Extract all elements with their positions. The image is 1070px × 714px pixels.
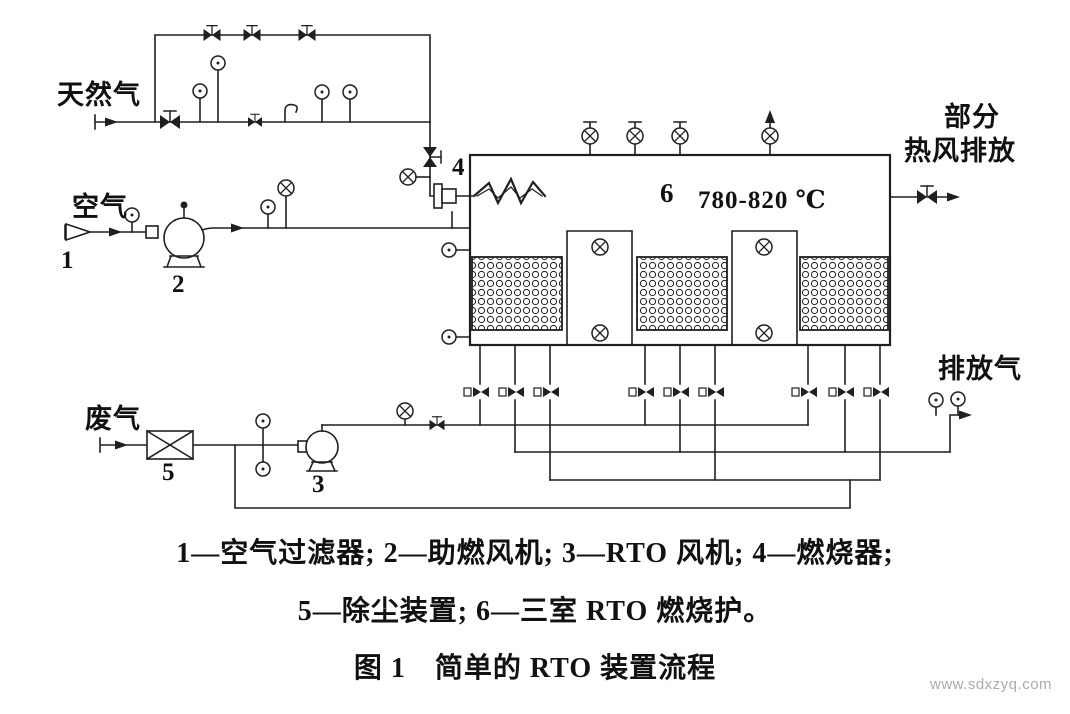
relief-valve-icon bbox=[581, 127, 599, 145]
switch-valve-icon bbox=[628, 386, 655, 398]
rto-fan bbox=[297, 424, 339, 473]
wall-port-gauge-icon bbox=[441, 329, 457, 345]
switch-valve-icon bbox=[533, 386, 560, 398]
flow-arrow-icon bbox=[104, 116, 119, 128]
natural-gas-label: 天然气 bbox=[57, 80, 141, 110]
bypass-valve-icon bbox=[242, 24, 262, 42]
pressure-gauge-icon bbox=[314, 84, 330, 100]
up-arrow-icon bbox=[765, 110, 775, 123]
check-valve-icon bbox=[428, 416, 446, 431]
flow-arrow-icon bbox=[230, 222, 245, 234]
relief-valve-icon bbox=[626, 127, 644, 145]
pressure-gauge-icon bbox=[192, 83, 208, 99]
burner-gas-valve-icon bbox=[423, 147, 441, 167]
combustion-air-line bbox=[64, 179, 471, 269]
legend-line-1: 1—空气过滤器; 2—助燃风机; 3—RTO 风机; 4—燃烧器; bbox=[176, 538, 894, 569]
relief-valve-icon bbox=[671, 127, 689, 145]
air-filter-icon bbox=[65, 222, 93, 242]
hot-air-discharge-line bbox=[889, 185, 961, 205]
air-label: 空气 bbox=[72, 192, 128, 222]
flame-icon bbox=[472, 176, 547, 206]
bed-pipe-network bbox=[234, 344, 973, 509]
stack-gauge-icon bbox=[928, 392, 944, 408]
natural-gas-pipeline bbox=[94, 24, 441, 197]
callout-2: 2 bbox=[172, 271, 185, 298]
pressure-gauge-icon bbox=[260, 199, 276, 215]
callout-4: 4 bbox=[452, 154, 465, 181]
switch-valve-icon bbox=[791, 386, 818, 398]
callout-6: 6 bbox=[660, 178, 674, 208]
pressure-gauge-icon bbox=[255, 461, 271, 477]
ceramic-bed-1 bbox=[471, 256, 563, 331]
pressure-gauge-icon bbox=[396, 402, 414, 420]
exhaust-gas-label: 排放气 bbox=[938, 354, 1022, 384]
flow-arrow-icon bbox=[958, 409, 973, 421]
ceramic-bed-2 bbox=[636, 256, 728, 331]
inline-valve-icon bbox=[247, 113, 263, 128]
callout-3: 3 bbox=[312, 471, 325, 498]
waste-gas-label: 废气 bbox=[85, 404, 141, 434]
damper-icon bbox=[591, 238, 609, 256]
switch-valve-icon bbox=[663, 386, 690, 398]
bypass-valve-icon bbox=[297, 24, 317, 42]
roof-valves bbox=[581, 110, 779, 156]
wall-port-gauge-icon bbox=[441, 242, 457, 258]
flow-arrow-icon bbox=[108, 226, 123, 238]
gas-shutoff-valve-icon bbox=[159, 110, 181, 130]
callout-1: 1 bbox=[61, 247, 74, 274]
figure-caption: 图 1 简单的 RTO 装置流程 bbox=[353, 653, 717, 684]
switch-valve-icon bbox=[698, 386, 725, 398]
flow-arrow-icon bbox=[114, 439, 129, 451]
pressure-gauge-icon bbox=[255, 413, 271, 429]
ceramic-bed-3 bbox=[799, 256, 889, 331]
flow-channel-1 bbox=[566, 230, 633, 346]
gas-regulator-icon bbox=[399, 168, 417, 186]
dust-collector bbox=[145, 429, 195, 461]
combustion-blower bbox=[145, 201, 205, 269]
partial-hot-air-label-line1: 部分 bbox=[944, 102, 1000, 132]
pressure-gauge-icon bbox=[342, 84, 358, 100]
switch-valve-icon bbox=[863, 386, 890, 398]
damper-icon bbox=[755, 238, 773, 256]
burner bbox=[433, 176, 547, 209]
rto-chamber bbox=[441, 110, 892, 347]
bypass-valve-icon bbox=[202, 24, 222, 42]
watermark: www.sdxzyq.com bbox=[930, 676, 1053, 693]
waste-gas-line bbox=[99, 402, 446, 477]
switch-valve-icon bbox=[828, 386, 855, 398]
pressure-gauge-icon bbox=[210, 55, 226, 71]
temperature-label: 780-820 ℃ bbox=[698, 187, 827, 214]
switch-valve-icon bbox=[498, 386, 525, 398]
solenoid-valve-icon bbox=[284, 103, 298, 123]
purge-return-line bbox=[234, 444, 851, 509]
hot-air-valve-icon bbox=[916, 185, 938, 205]
switch-valve-icon bbox=[463, 386, 490, 398]
flow-arrow-icon bbox=[946, 191, 961, 203]
gas-bypass-loop bbox=[154, 34, 431, 123]
damper-icon bbox=[755, 324, 773, 342]
damper-icon bbox=[591, 324, 609, 342]
stack-gauge-icon bbox=[950, 391, 966, 407]
flow-channel-2 bbox=[731, 230, 798, 346]
partial-hot-air-label-line2: 热风排放 bbox=[904, 136, 1016, 166]
callout-5: 5 bbox=[162, 459, 175, 486]
flame-inner-icon bbox=[476, 186, 543, 199]
air-damper-icon bbox=[277, 179, 295, 197]
hot-bypass-stack-valve-icon bbox=[761, 127, 779, 145]
legend-line-2: 5—除尘装置; 6—三室 RTO 燃烧护。 bbox=[297, 596, 773, 627]
